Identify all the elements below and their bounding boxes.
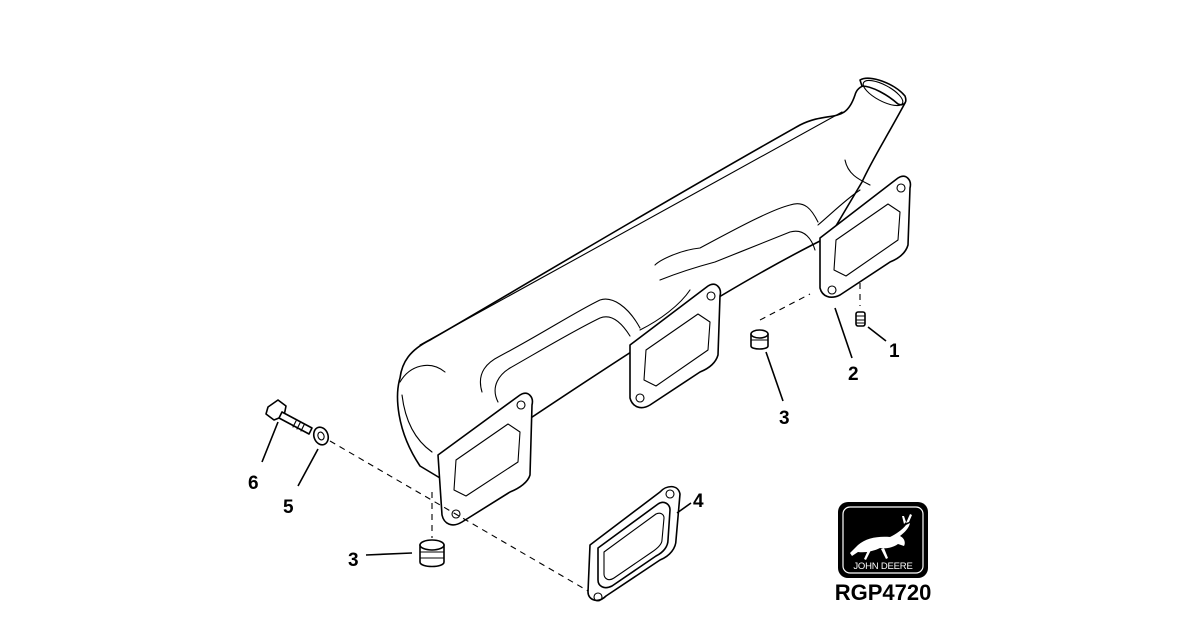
plug-part-3-right bbox=[750, 329, 769, 350]
john-deere-logo: JOHN DEERE bbox=[838, 502, 928, 578]
callout-5: 5 bbox=[283, 497, 294, 518]
logo-brand-text: JOHN DEERE bbox=[853, 561, 912, 572]
callout-1: 1 bbox=[889, 341, 900, 362]
plug-part-3-bottom bbox=[419, 539, 445, 568]
callout-3-bottom: 3 bbox=[348, 550, 359, 571]
callout-2: 2 bbox=[848, 364, 859, 385]
figure-code: RGP4720 bbox=[835, 580, 932, 605]
gasket-part-4 bbox=[587, 485, 681, 602]
callout-3-right: 3 bbox=[779, 408, 790, 429]
callout-6: 6 bbox=[248, 473, 259, 494]
washer-part-5 bbox=[312, 426, 330, 446]
assembly-guide-lines bbox=[329, 283, 861, 596]
leaping-deer-icon bbox=[850, 514, 912, 560]
stud-part-1 bbox=[855, 311, 866, 327]
cap-screw-part-6 bbox=[265, 399, 313, 435]
callout-4: 4 bbox=[693, 491, 704, 512]
exhaust-manifold bbox=[396, 77, 912, 526]
leader-lines bbox=[261, 307, 887, 556]
